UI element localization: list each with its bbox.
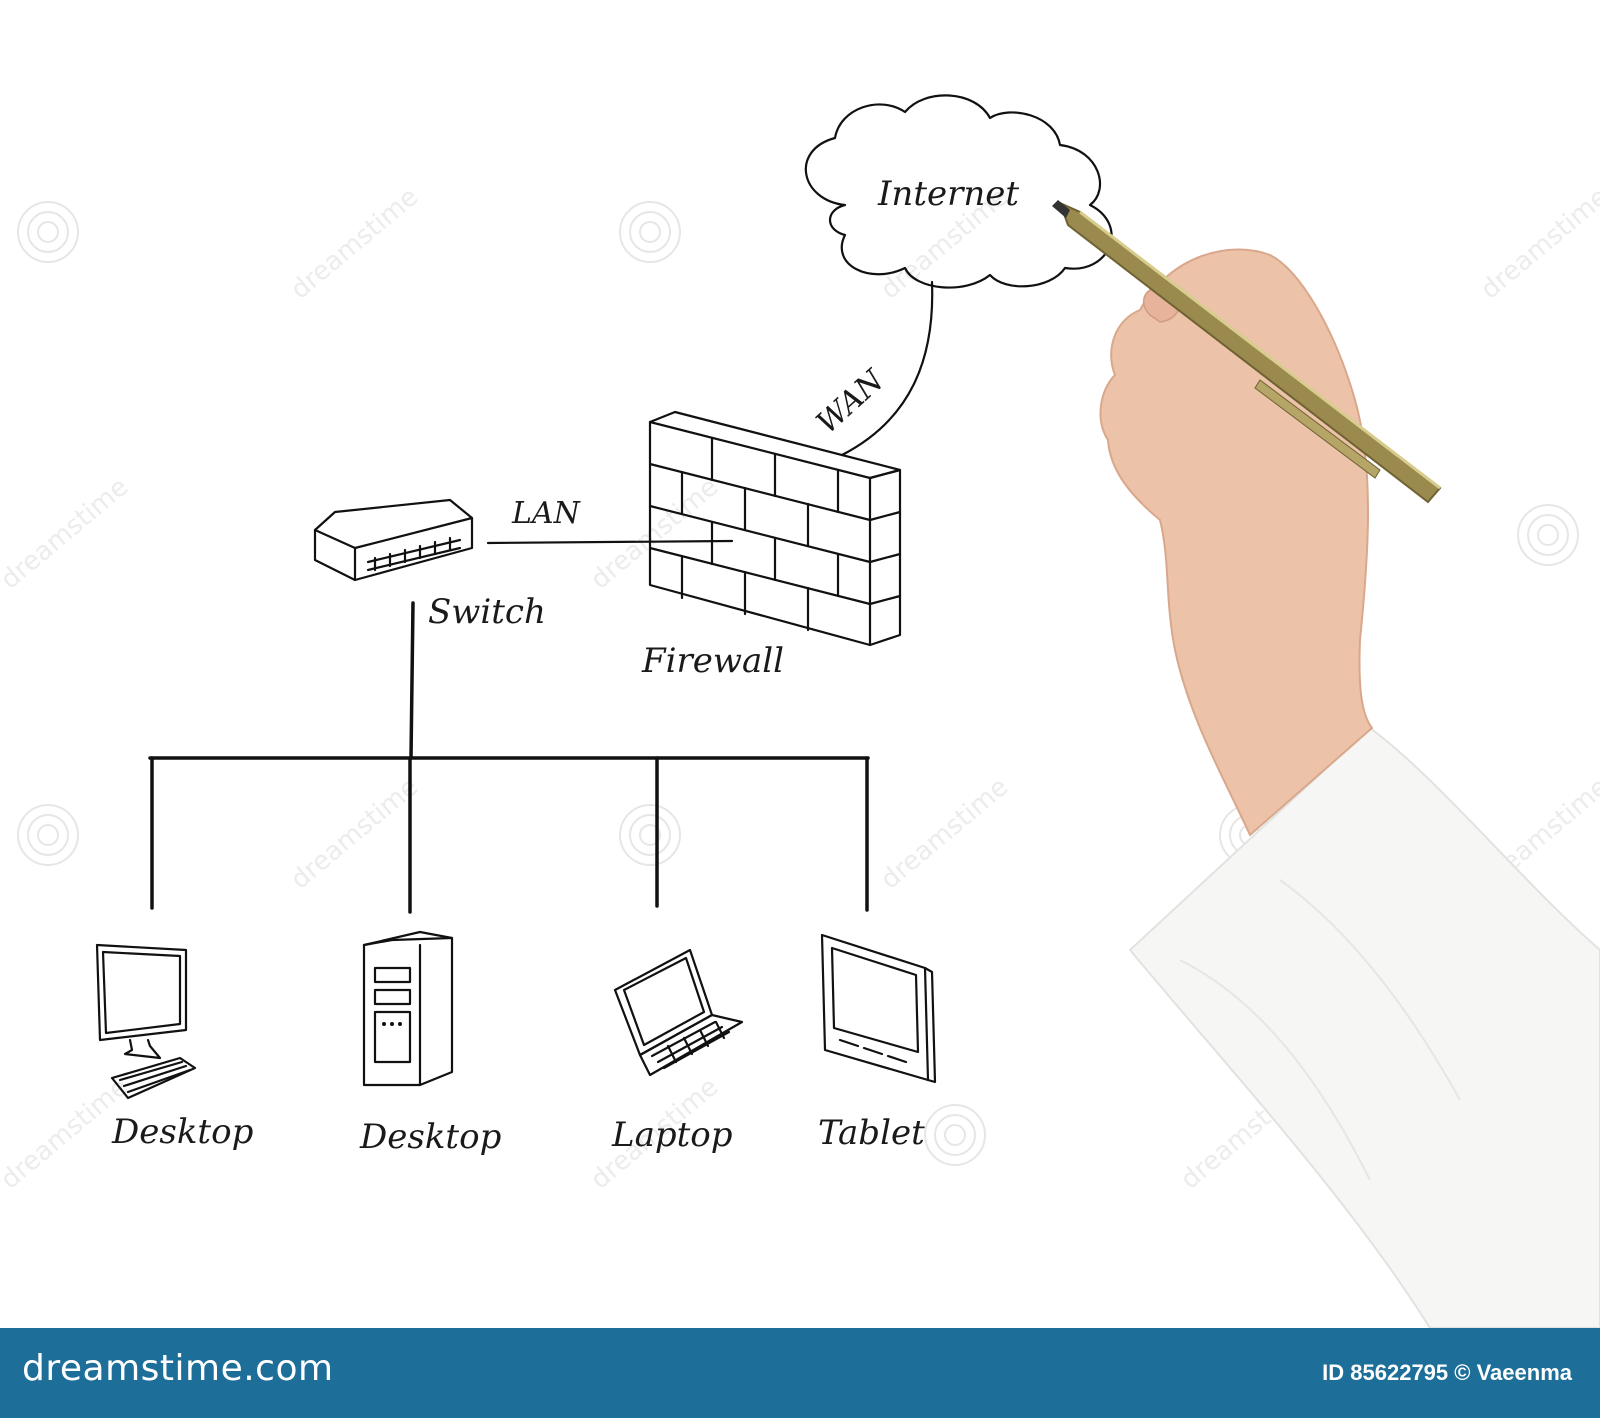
firewall-label: Firewall [641, 641, 784, 681]
device-label-tablet: Tablet [818, 1113, 925, 1153]
laptop-icon [613, 948, 744, 1077]
lan-label: LAN [511, 496, 582, 531]
switch-label: Switch [428, 592, 546, 632]
watermark-spiral-icon [1517, 504, 1579, 566]
switch-icon [313, 498, 474, 582]
hand-with-pen-illustration [1052, 200, 1600, 1329]
watermark-text: dreamstime [1475, 182, 1600, 305]
watermark-spiral-icon [619, 201, 681, 263]
internet-cloud-icon [804, 94, 1113, 289]
watermark-text: dreamstime [585, 472, 724, 595]
stock-footer-bar: dreamstime.com ID 85622795 © Vaeenma [0, 1328, 1600, 1418]
device-label-desktop-1: Desktop [111, 1112, 253, 1152]
tablet-icon [820, 933, 937, 1084]
internet-label: Internet [877, 174, 1019, 214]
shirt-sleeve [1128, 726, 1600, 1329]
device-label-desktop-2: Desktop [359, 1117, 501, 1157]
lan-connection-line [486, 539, 734, 545]
watermark-text: dreamstime [285, 772, 424, 895]
watermark-text: dreamstime [875, 772, 1014, 895]
firewall-icon [648, 410, 902, 647]
footer-credit: ID 85622795 © Vaeenma [1322, 1360, 1572, 1385]
watermark-spiral-icon [17, 804, 79, 866]
tower-pc-icon [362, 930, 454, 1087]
footer-brand[interactable]: dreamstime.com [22, 1348, 334, 1389]
watermark-spiral-icon [619, 804, 681, 866]
device-label-laptop: Laptop [611, 1115, 733, 1155]
watermark-text: dreamstime [285, 182, 424, 305]
wan-connection-line [840, 280, 934, 457]
watermark-text: dreamstime [0, 472, 134, 595]
watermark-spiral-icon [924, 1104, 986, 1166]
monitor-icon [95, 943, 197, 1100]
pen [1052, 200, 1442, 504]
watermark-spiral-icon [17, 201, 79, 263]
switch-to-devices-lines [148, 601, 870, 914]
